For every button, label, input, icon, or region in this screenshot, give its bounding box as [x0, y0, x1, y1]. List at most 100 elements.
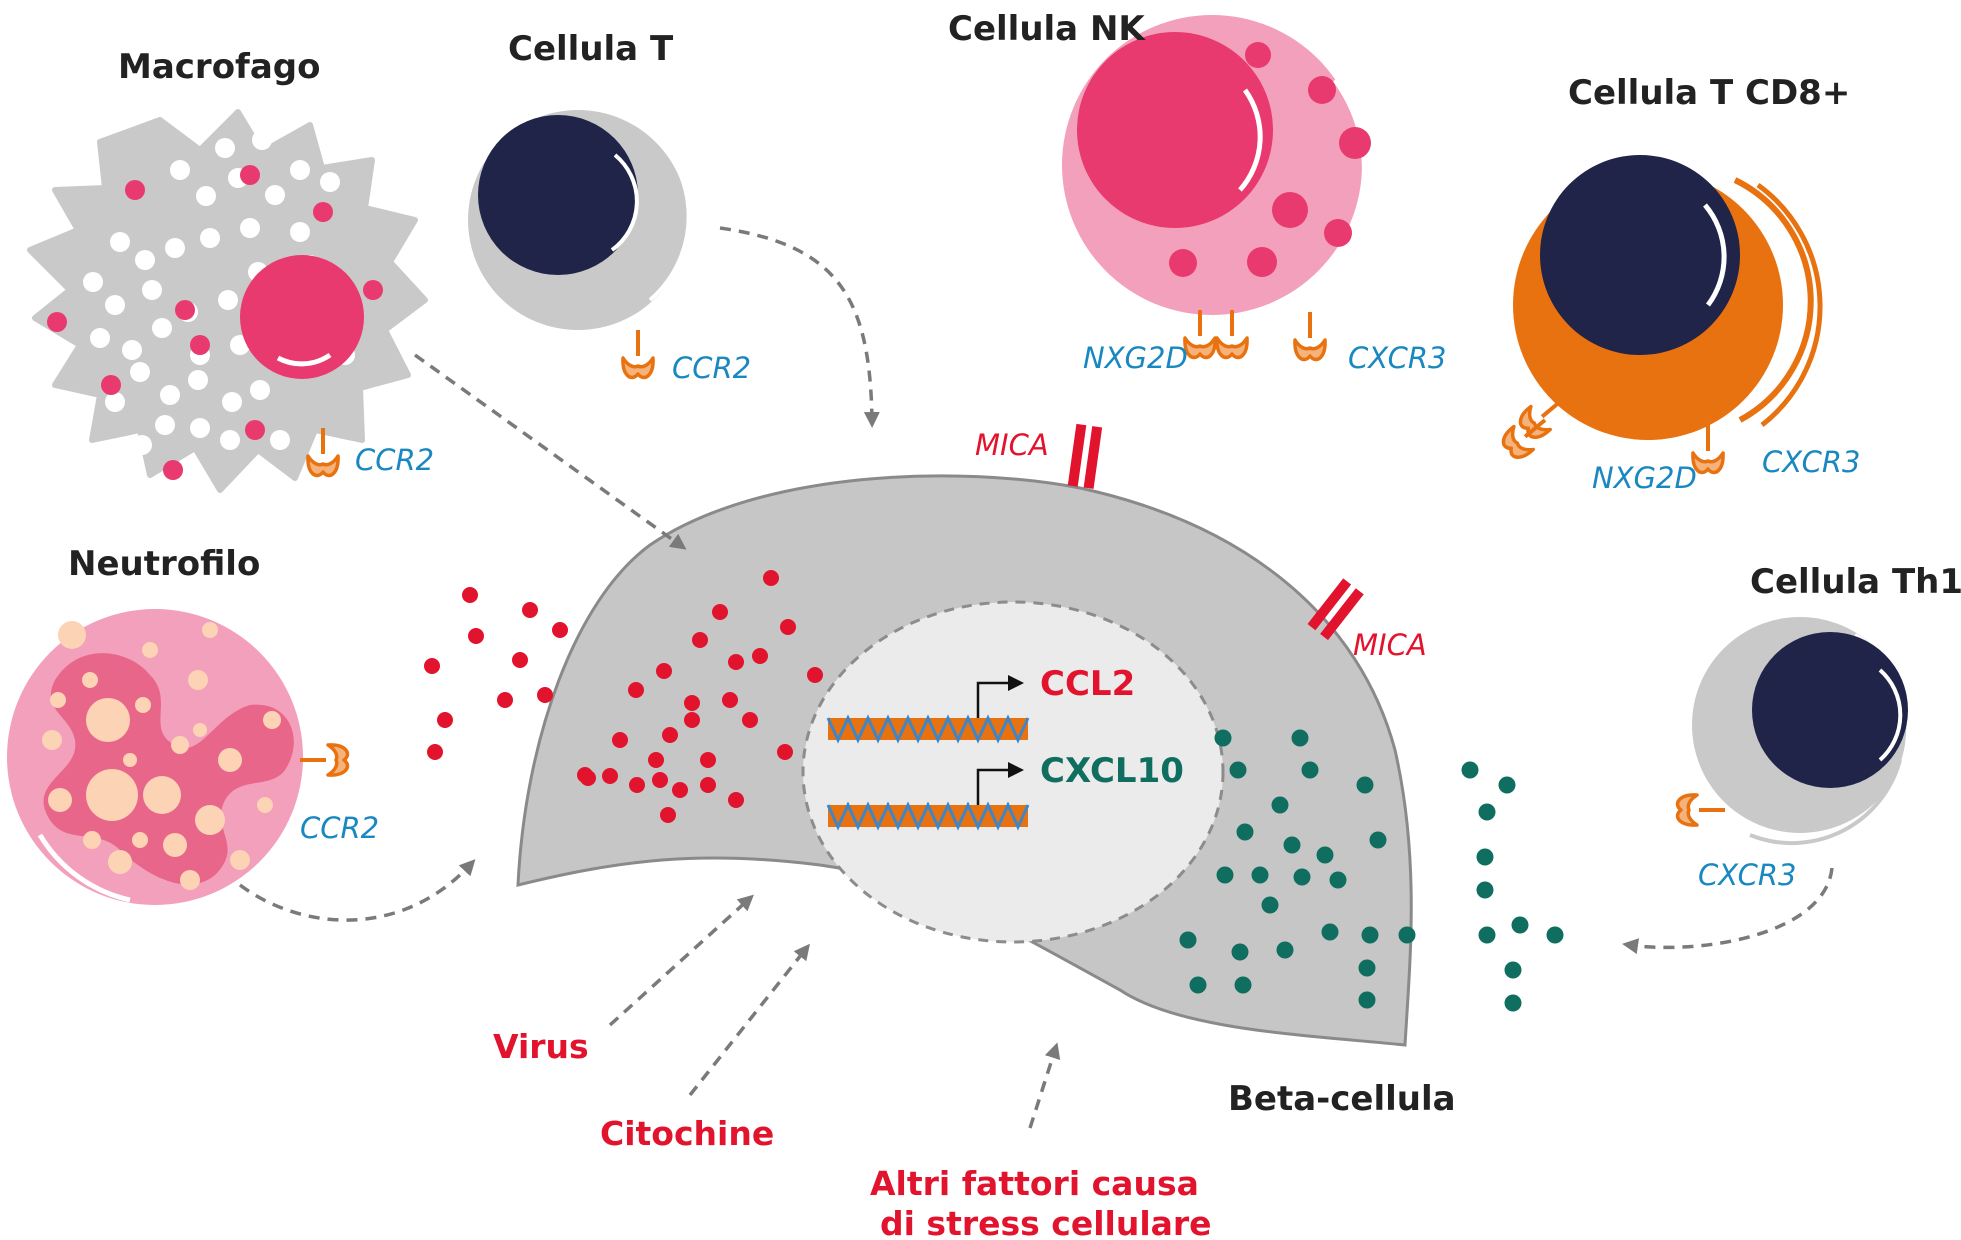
ccl2-dot: [672, 782, 688, 798]
beta-cell: CCL2 CXCL10 MICA MICA: [516, 423, 1427, 1047]
cxcl10-dot: [1251, 866, 1269, 884]
label-cellula-nk: Cellula NK: [948, 9, 1146, 49]
receptor-icon: [300, 743, 350, 777]
cxcl10-dot: [1356, 776, 1374, 794]
arrow-neutrophil-to-beta: [238, 859, 476, 922]
cxcl10-dot: [1316, 846, 1334, 864]
mica-label-top: MICA: [975, 428, 1049, 462]
neutrophil-granule: [42, 730, 62, 750]
label-citochine: Citochine: [600, 1114, 774, 1153]
macrophage-granule: [155, 415, 175, 435]
neutrophil-granule: [58, 621, 86, 649]
neutrophil-granule: [135, 697, 151, 713]
label-nxg2d-cd8: NXG2D: [1592, 461, 1697, 495]
macrophage-granule: [163, 460, 183, 480]
dashed-arrows: [238, 226, 1834, 1129]
macrophage-granule: [240, 165, 260, 185]
ccl2-dot: [612, 732, 628, 748]
neutrophil-granule: [83, 831, 101, 849]
cxcl10-dot: [1476, 881, 1494, 899]
macrophage-granule: [252, 130, 272, 150]
ccl2-dot: [807, 667, 823, 683]
receptor-icon: [1518, 398, 1564, 439]
label-macrofago: Macrofago: [118, 47, 321, 87]
receptor-icon: [1293, 312, 1327, 362]
macrophage-nucleus-highlight: [276, 352, 332, 367]
ccl2-dot: [662, 727, 678, 743]
neutrophil-granule: [218, 748, 242, 772]
macrophage-granule: [47, 312, 67, 332]
macrophage-granule: [218, 290, 238, 310]
macrophage-granule: [165, 238, 185, 258]
neutrophil-granule: [163, 833, 187, 857]
t-cell: [468, 110, 691, 330]
label-virus: Virus: [493, 1027, 589, 1066]
ccl2-dot: [522, 602, 538, 618]
neutrophil-granule: [86, 769, 138, 821]
arrow-virus-to-beta: [608, 894, 754, 1027]
mica-label-right: MICA: [1353, 628, 1427, 662]
cxcl10-dot: [1358, 991, 1376, 1009]
macrophage-granule: [142, 280, 162, 300]
gene-arrow-cxcl10: [976, 762, 1024, 805]
receptor-glyphs: [300, 310, 1725, 827]
macrophage-granule: [175, 300, 195, 320]
ccl2-dot: [763, 570, 779, 586]
neutrophil-granule: [263, 711, 281, 729]
ccl2-dot: [552, 622, 568, 638]
macrophage-granule: [270, 430, 290, 450]
macrophage-granule: [125, 180, 145, 200]
cxcl10-dot: [1398, 926, 1416, 944]
ccl2-dot: [537, 687, 553, 703]
macrophage-granule: [190, 335, 210, 355]
receptor-icon: [1183, 310, 1217, 360]
cxcl10-dot: [1358, 959, 1376, 977]
macrophage-granule: [110, 232, 130, 252]
macrophage-granule: [101, 375, 121, 395]
macrophage-granule: [245, 420, 265, 440]
cxcl10-dot: [1189, 976, 1207, 994]
neutrophil-granule: [108, 850, 132, 874]
label-cxcr3-nk: CXCR3: [1348, 341, 1446, 375]
neutrophil-granule: [188, 670, 208, 690]
macrophage-granule: [250, 380, 270, 400]
macrophage-granule: [105, 295, 125, 315]
ccl2-dot: [660, 807, 676, 823]
ccl2-dot: [684, 695, 700, 711]
neutrophil-granule: [82, 672, 98, 688]
ccl2-dot: [700, 752, 716, 768]
receptor-icon: [1501, 418, 1547, 459]
cxcl10-dot: [1283, 836, 1301, 854]
ccl2-dot: [777, 744, 793, 760]
receptor-icon: [621, 330, 655, 380]
cxcl10-dot: [1478, 926, 1496, 944]
cxcl10-dot: [1291, 729, 1309, 747]
nk-cell-nucleus: [1077, 32, 1273, 228]
macrophage-cell: [27, 109, 428, 493]
label-beta-cellula: Beta-cellula: [1228, 1079, 1456, 1119]
label-altri-line2: di stress cellulare: [880, 1204, 1212, 1240]
macrophage-nucleus: [240, 255, 364, 379]
ccl2-dot: [728, 654, 744, 670]
cxcl10-dot: [1329, 871, 1347, 889]
cxcl10-dot: [1301, 761, 1319, 779]
cxcl10-dot: [1361, 926, 1379, 944]
ccl2-dot: [427, 744, 443, 760]
label-cellula-t-cd8: Cellula T CD8+: [1568, 73, 1850, 113]
cxcl10-dot: [1504, 994, 1522, 1012]
gene-label-ccl2: CCL2: [1040, 664, 1135, 704]
cxcl10-dot: [1231, 943, 1249, 961]
macrophage-granule: [320, 172, 340, 192]
cxcl10-dot: [1504, 961, 1522, 979]
cxcl10-dot: [1546, 926, 1564, 944]
label-altri-line1: Altri fattori causa: [870, 1164, 1199, 1203]
cxcl10-dot: [1321, 923, 1339, 941]
macrophage-granule: [313, 202, 333, 222]
cxcl10-dot: [1216, 866, 1234, 884]
cxcl10-dot: [1236, 823, 1254, 841]
ccl2-dot: [752, 648, 768, 664]
ccl2-dot: [712, 604, 728, 620]
ccl2-dot: [700, 777, 716, 793]
receptor-icon: [1215, 310, 1249, 360]
macrophage-granule: [170, 160, 190, 180]
